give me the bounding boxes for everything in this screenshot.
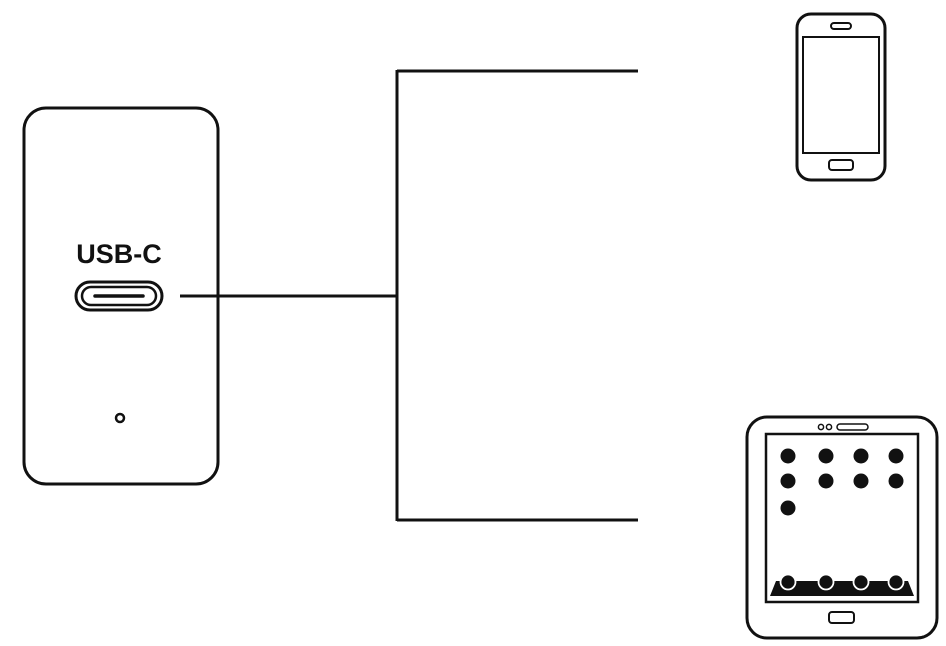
tablet-camera-dot — [817, 423, 825, 431]
tablet-speaker — [836, 423, 869, 431]
tablet-sensor-dot — [825, 423, 833, 431]
connection-lines — [180, 69, 638, 522]
usb-c-label: USB-C — [76, 239, 162, 269]
phone-home-button — [828, 159, 854, 171]
tablet-dock — [770, 573, 914, 596]
phone-speaker — [830, 22, 852, 30]
usb-c-port-icon — [74, 280, 164, 312]
tablet-icon — [745, 415, 939, 640]
tablet-home-button — [828, 611, 855, 624]
tablet-app-icons — [780, 448, 904, 516]
smartphone-icon — [795, 12, 887, 182]
charger: USB-C — [22, 106, 220, 486]
status-led-icon — [114, 412, 126, 424]
